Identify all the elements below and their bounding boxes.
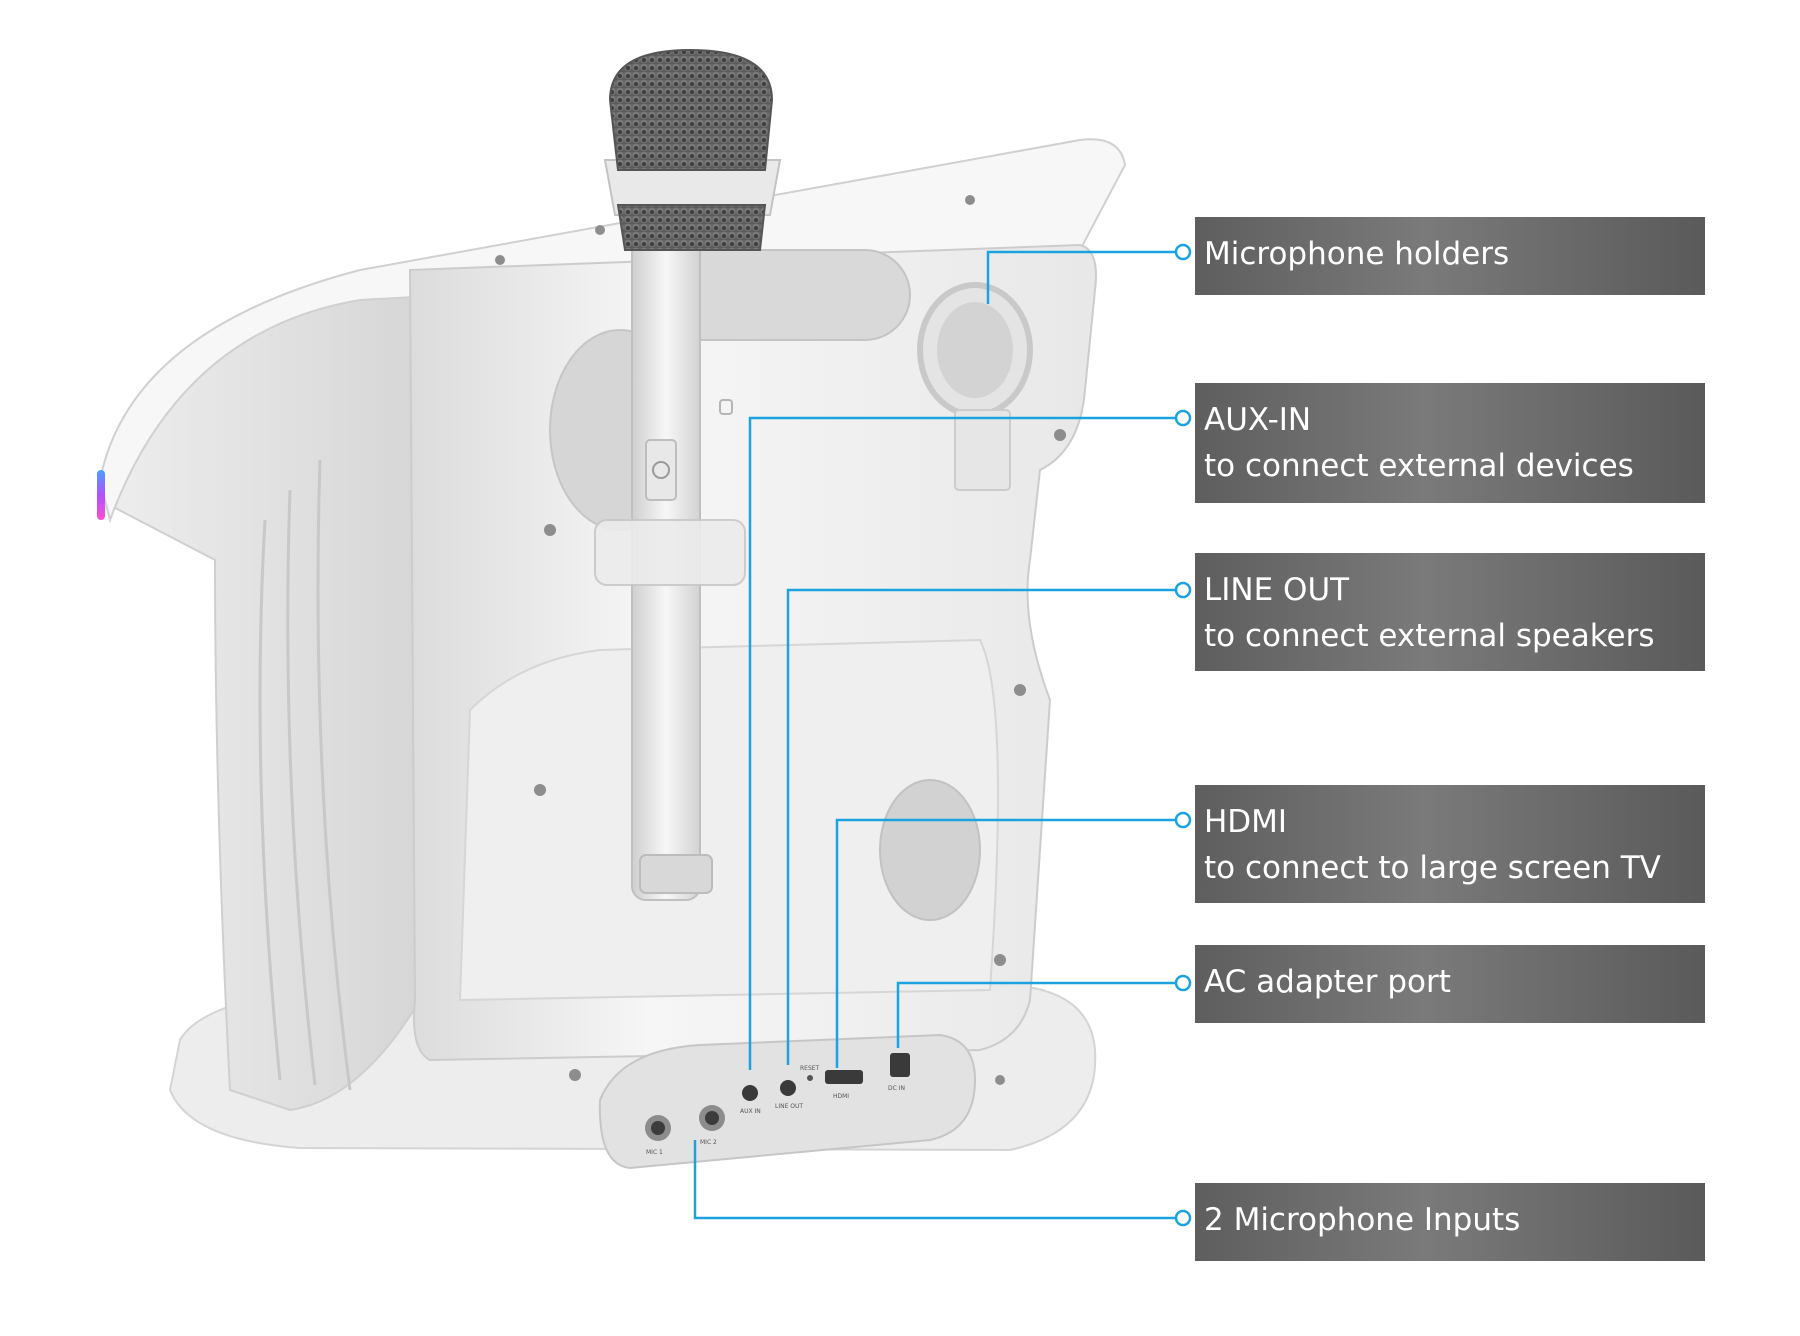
leader-line-out: [786, 588, 1180, 1065]
mic1-port: [645, 1115, 671, 1141]
callout-description: to connect external speakers: [1204, 618, 1655, 654]
callout-description: to connect external devices: [1204, 448, 1634, 484]
callout-title: 2 Microphone Inputs: [1204, 1202, 1521, 1238]
callout-title: AC adapter port: [1204, 964, 1451, 1000]
leader-hdmi: [835, 818, 1180, 1068]
aux-in-port: [742, 1085, 758, 1101]
mic2-port: [699, 1105, 725, 1131]
callout-aux-in: AUX-IN to connect external devices: [1195, 383, 1705, 503]
led-strip: [97, 470, 105, 520]
leader-aux-in: [748, 416, 1180, 1070]
callout-title: HDMI: [1204, 804, 1288, 840]
callout-ac-adapter-port: AC adapter port: [1195, 945, 1705, 1023]
leader-microphone-inputs: [693, 1140, 1180, 1220]
callout-microphone-holders: Microphone holders: [1195, 217, 1705, 295]
bass-port: [879, 779, 981, 921]
mic1-port-label: MIC 1: [646, 1149, 663, 1156]
callout-title: Microphone holders: [1204, 236, 1510, 272]
leader-end-aux-in: [1174, 409, 1192, 427]
hdmi-port-label: HDMI: [833, 1093, 849, 1100]
leader-microphone-holders: [986, 250, 1180, 304]
leader-end-hdmi: [1174, 811, 1192, 829]
reset-label: RESET: [800, 1065, 820, 1072]
leader-end-microphone-holders: [1174, 243, 1192, 261]
hdmi-port: [825, 1070, 863, 1084]
wireless-microphone-icon: [594, 48, 782, 901]
mic2-port-label: MIC 2: [700, 1139, 717, 1146]
callout-title: AUX-IN: [1204, 402, 1312, 438]
callout-hdmi: HDMI to connect to large screen TV: [1195, 785, 1705, 903]
callout-description: to connect to large screen TV: [1204, 850, 1661, 886]
right-mic-holder-clip: [954, 409, 1011, 491]
screw-holes: [495, 195, 1066, 1085]
leader-end-microphone-inputs: [1174, 1209, 1192, 1227]
dc-in-port-label: DC IN: [888, 1085, 905, 1092]
leader-end-ac-adapter-port: [1174, 974, 1192, 992]
callout-title: LINE OUT: [1204, 572, 1350, 608]
port-panel: [598, 1033, 977, 1170]
device-lower-panel: [458, 638, 999, 1002]
line-out-port: [780, 1080, 796, 1096]
aux-in-port-label: AUX IN: [740, 1108, 761, 1115]
leader-end-line-out: [1174, 581, 1192, 599]
dc-in-port: [890, 1053, 910, 1077]
callout-microphone-inputs: 2 Microphone Inputs: [1195, 1183, 1705, 1261]
leader-ac-adapter-port: [896, 981, 1180, 1048]
device-top-lid: [98, 138, 1127, 524]
reset-button: [807, 1075, 813, 1081]
callout-line-out: LINE OUT to connect external speakers: [1195, 553, 1705, 671]
line-out-port-label: LINE OUT: [775, 1103, 803, 1110]
